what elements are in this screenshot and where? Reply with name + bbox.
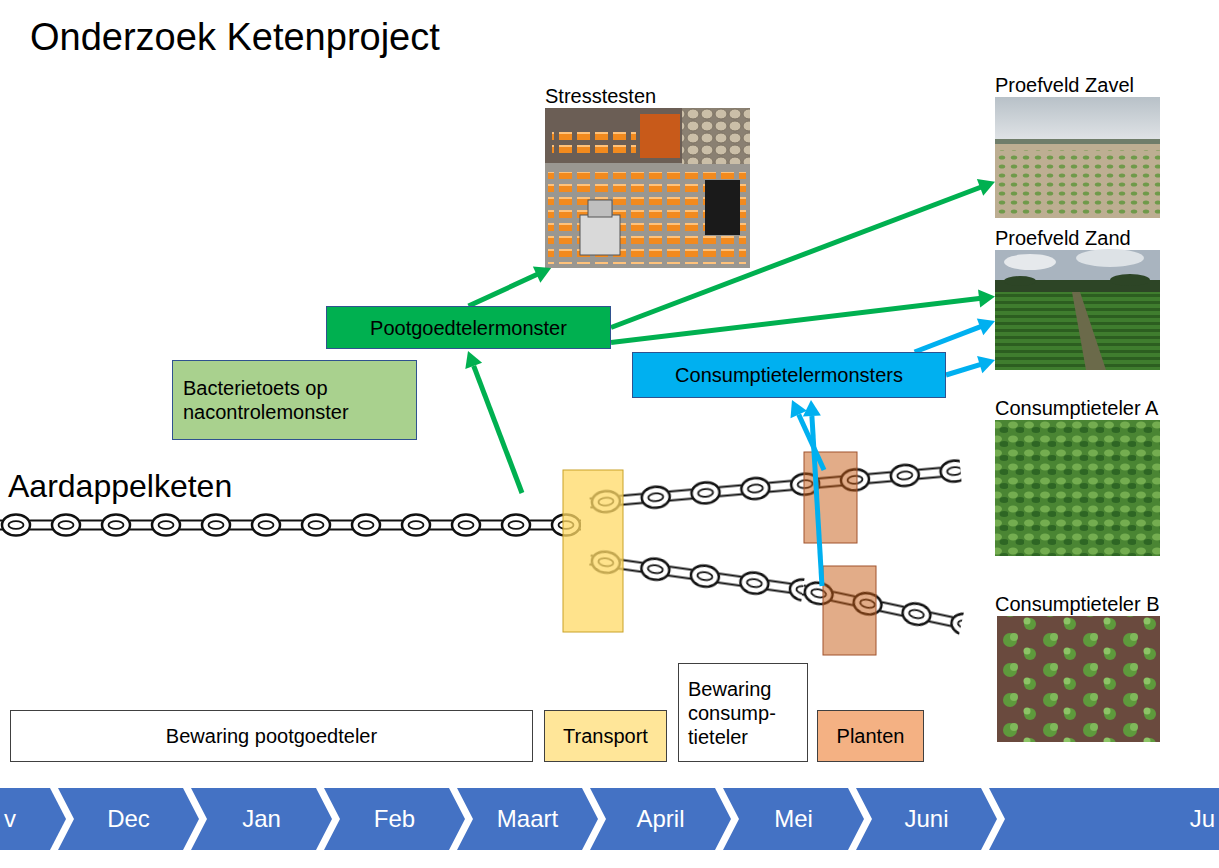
chevron-fill: [723, 788, 864, 850]
connector-line: [611, 298, 981, 342]
arrow-head: [978, 290, 995, 308]
field-photo-grower-b: [997, 616, 1160, 742]
month-chevron: Juni: [856, 788, 997, 850]
chevron-fill: [989, 788, 1219, 850]
chevron-fill: [590, 788, 731, 850]
box-text: Planten: [826, 724, 915, 748]
chain-links: [0, 505, 581, 545]
chain-label: Aardappelketen: [8, 468, 232, 505]
arrow-head: [977, 179, 995, 196]
process-box: Bewaring consump- tieteler: [678, 663, 808, 762]
process-box: Consumptietelermonsters: [632, 352, 946, 398]
box-text: Pootgoedtelermonster: [337, 316, 600, 340]
planting-marker: [823, 566, 876, 655]
connector-line: [915, 326, 982, 352]
month-chevron: Jan: [191, 788, 332, 850]
month-name: v: [4, 805, 50, 834]
box-text: Bewaring consump- tieteler: [688, 677, 798, 749]
month-chevron: v: [0, 788, 66, 850]
process-box: Bacterietoets op nacontrolemonster: [172, 360, 417, 440]
photo-heading: Consumptieteler A: [995, 396, 1160, 420]
connector-line: [469, 274, 539, 306]
chevron-fill: [324, 788, 465, 850]
arrow-head: [533, 267, 551, 283]
month-chevron: April: [590, 788, 731, 850]
field-photo-grower-a: [995, 420, 1160, 556]
field-photo-clay: [995, 97, 1160, 218]
process-box: Pootgoedtelermonster: [326, 306, 611, 349]
arrow-head: [977, 318, 995, 335]
sample-connector: [946, 356, 995, 375]
process-box: Planten: [817, 710, 924, 762]
chevron-fill: [58, 788, 199, 850]
chevron-fill: [457, 788, 598, 850]
month-chevron: Ju: [989, 788, 1219, 850]
photo-node: Consumptieteler A: [995, 396, 1160, 556]
month-chevron: Feb: [324, 788, 465, 850]
chevron-fill: [0, 788, 66, 850]
month-name: Mei: [739, 805, 848, 834]
slide-title: Onderzoek Ketenproject: [30, 16, 440, 60]
month-name: Dec: [74, 805, 183, 834]
chevron-shape: [989, 788, 1219, 850]
box-text: Consumptietelermonsters: [643, 363, 935, 387]
month-chevron: Dec: [58, 788, 199, 850]
photo-node: Consumptieteler B: [995, 592, 1160, 742]
box-text: Bacterietoets op nacontrolemonster: [183, 376, 406, 424]
process-box: Transport: [544, 710, 667, 762]
photo-frame: [995, 616, 1160, 742]
month-name: Jan: [207, 805, 316, 834]
planting-marker: [804, 452, 857, 543]
arrow-head: [465, 351, 482, 369]
photo-frame: [995, 250, 1160, 370]
connector-line: [946, 364, 982, 375]
sample-connector: [611, 290, 995, 343]
stress-test-photo: [545, 108, 750, 268]
chevron-fill: [856, 788, 997, 850]
photo-frame: [995, 97, 1160, 218]
photo-node: Proefveld Zand: [995, 226, 1160, 370]
photo-heading: Proefveld Zavel: [995, 73, 1160, 97]
arrow-head: [977, 356, 995, 373]
arrow-head: [803, 400, 821, 417]
month-name: Ju: [1007, 805, 1215, 834]
process-box: Bewaring pootgoedteler: [10, 710, 533, 762]
month-name: Maart: [473, 805, 582, 834]
sample-arrow: [474, 366, 522, 493]
chain-links: [588, 451, 962, 523]
photo-frame: [995, 420, 1160, 556]
month-name: Juni: [872, 805, 981, 834]
sample-connector: [469, 267, 552, 306]
month-name: April: [606, 805, 715, 834]
sample-arrow: [812, 416, 822, 586]
photo-heading: Consumptieteler B: [995, 592, 1160, 616]
month-name: Feb: [340, 805, 449, 834]
box-text: Transport: [553, 724, 658, 748]
photo-heading: Stresstesten: [545, 84, 750, 108]
month-chevron: Mei: [723, 788, 864, 850]
month-chevron: Maart: [457, 788, 598, 850]
field-photo-sand: [995, 249, 1160, 370]
photo-node: Stresstesten: [545, 84, 750, 268]
photo-frame: [545, 108, 750, 268]
box-text: Bewaring pootgoedteler: [21, 724, 522, 748]
chevron-fill: [191, 788, 332, 850]
sample-connector: [915, 318, 995, 352]
photo-node: Proefveld Zavel: [995, 73, 1160, 218]
transport-marker: [563, 470, 623, 632]
photo-heading: Proefveld Zand: [995, 226, 1160, 250]
